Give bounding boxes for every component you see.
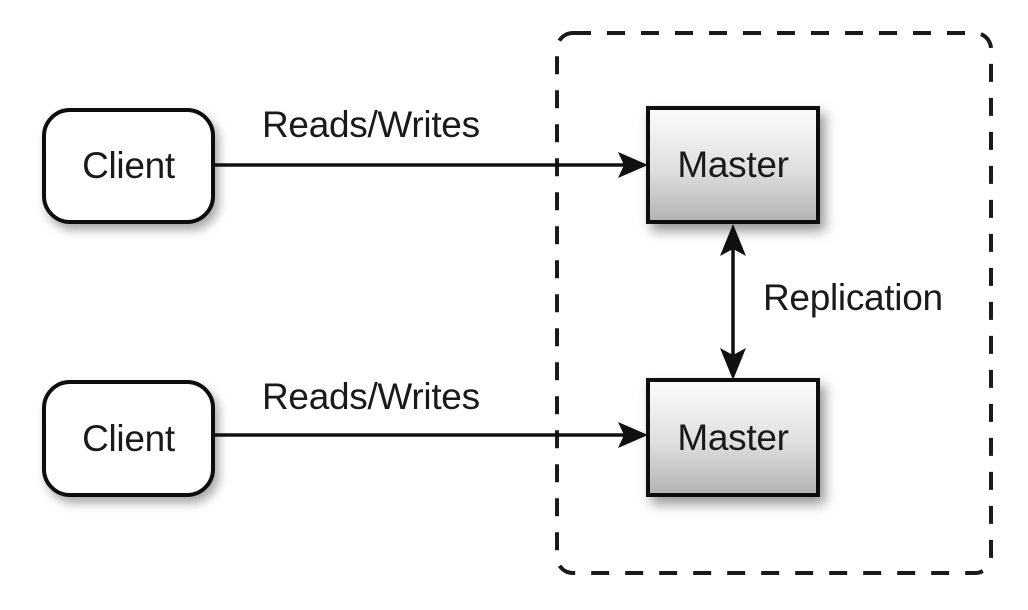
- node-client-bottom[interactable]: [42, 380, 215, 497]
- node-client-top[interactable]: [42, 108, 215, 224]
- edge-client-top-to-master-top: [213, 152, 648, 178]
- edge-label-reads-writes-top: Reads/Writes: [262, 104, 480, 145]
- node-master-bottom[interactable]: [646, 378, 820, 497]
- edge-client-bottom-to-master-bottom: [213, 422, 648, 448]
- replication-cluster-boundary: [555, 31, 993, 575]
- edge-label-replication: Replication: [763, 277, 943, 318]
- node-master-top[interactable]: [646, 106, 820, 224]
- edge-label-reads-writes-bottom: Reads/Writes: [262, 376, 480, 417]
- edge-master-replication-arrow: [720, 224, 746, 380]
